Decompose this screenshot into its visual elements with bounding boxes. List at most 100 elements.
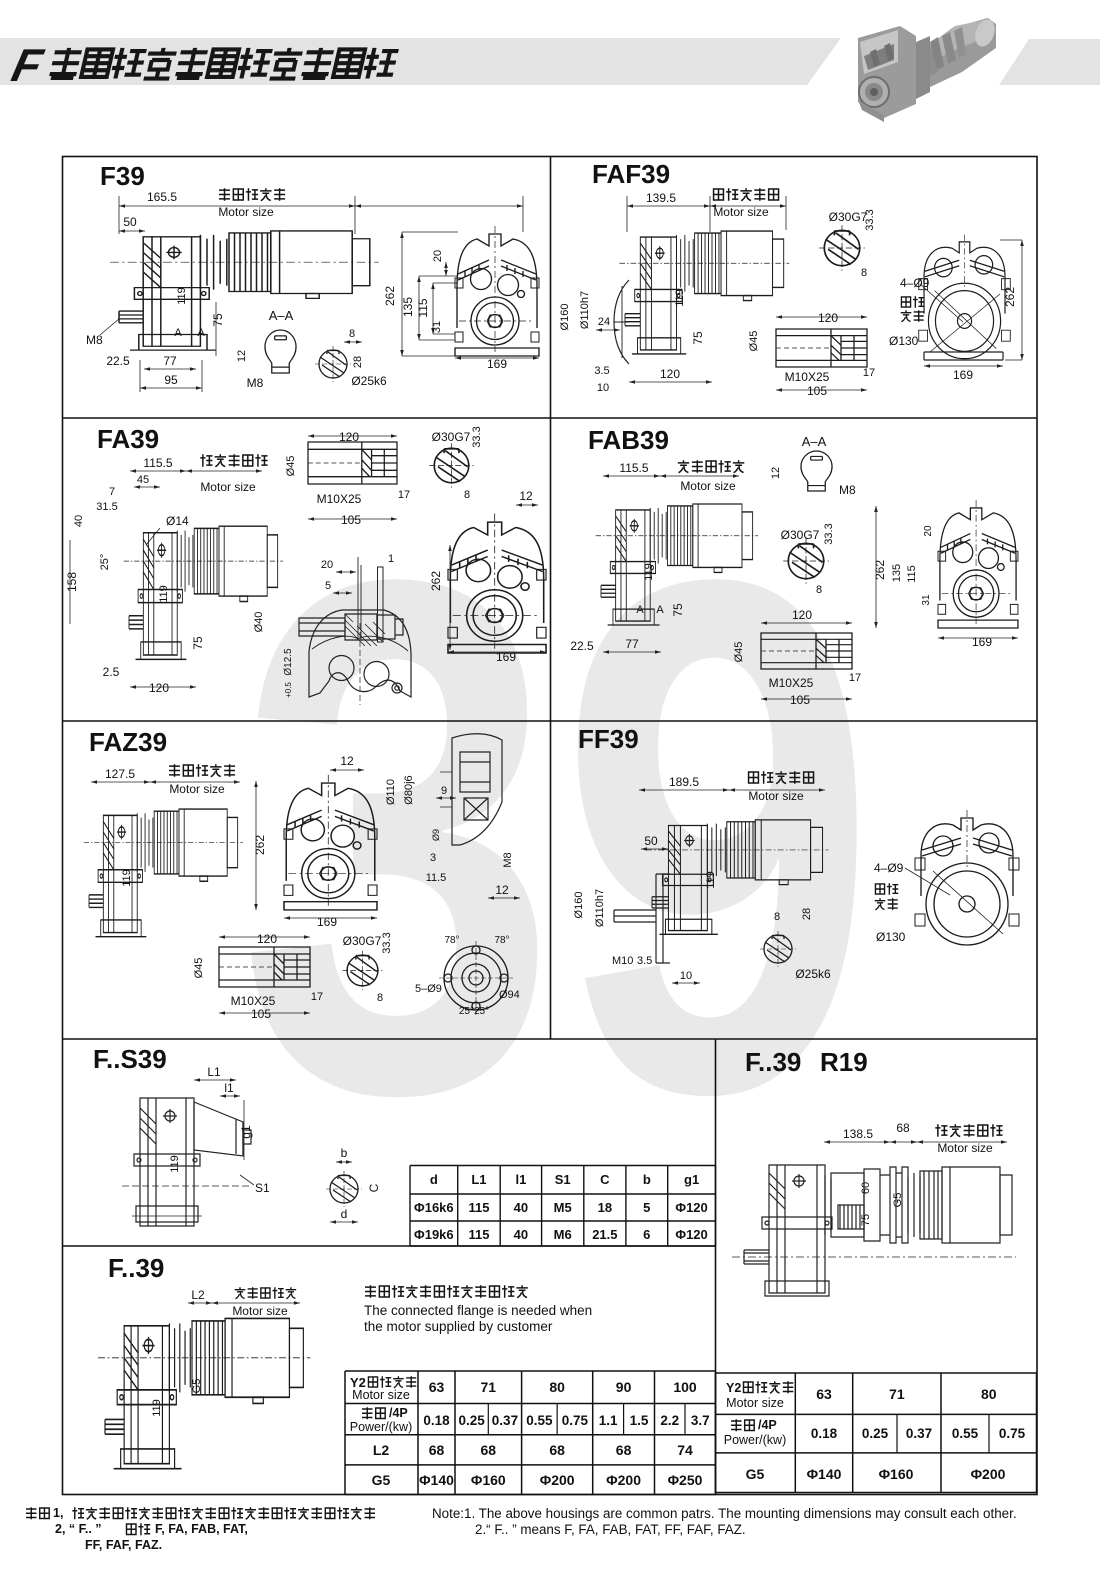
svg-text:Ø30G7: Ø30G7 xyxy=(829,210,868,224)
svg-text:Motor size: Motor size xyxy=(748,789,804,803)
svg-text:Ø160: Ø160 xyxy=(559,304,571,331)
svg-text:21.5: 21.5 xyxy=(592,1227,617,1242)
svg-text:165.5: 165.5 xyxy=(147,190,177,204)
svg-text:5–Ø9: 5–Ø9 xyxy=(415,983,442,995)
svg-text:1.1: 1.1 xyxy=(599,1413,618,1428)
svg-text:+0.5: +0.5 xyxy=(284,682,293,698)
svg-text:5: 5 xyxy=(325,580,331,592)
svg-text:FAF39: FAF39 xyxy=(592,159,670,189)
svg-text:l1: l1 xyxy=(224,1081,234,1095)
svg-text:262: 262 xyxy=(429,571,443,591)
svg-text:Motor size: Motor size xyxy=(200,480,256,494)
svg-text:0.75: 0.75 xyxy=(562,1413,589,1428)
svg-text:Motor size: Motor size xyxy=(169,782,225,796)
svg-text:Ø40: Ø40 xyxy=(253,612,265,633)
svg-text:75: 75 xyxy=(691,331,705,345)
svg-text:3.7: 3.7 xyxy=(691,1413,710,1428)
svg-text:139.5: 139.5 xyxy=(646,191,676,205)
svg-text:68: 68 xyxy=(549,1442,565,1458)
svg-text:115.5: 115.5 xyxy=(619,461,648,475)
svg-text:115: 115 xyxy=(416,298,430,317)
svg-text:d: d xyxy=(341,1207,348,1221)
svg-text:M10X25: M10X25 xyxy=(769,676,814,690)
svg-text:Ø160: Ø160 xyxy=(573,892,585,919)
svg-text:20: 20 xyxy=(923,525,934,537)
svg-text:8: 8 xyxy=(464,489,470,501)
svg-text:A–A: A–A xyxy=(269,308,294,323)
svg-text:22.5: 22.5 xyxy=(570,639,594,653)
svg-text:Ø30G7: Ø30G7 xyxy=(343,934,382,948)
svg-text:18: 18 xyxy=(598,1200,612,1215)
svg-text:Motor size: Motor size xyxy=(937,1141,993,1155)
svg-text:120: 120 xyxy=(660,367,680,381)
svg-text:12: 12 xyxy=(524,500,526,502)
svg-text:C: C xyxy=(600,1172,610,1187)
svg-text:3: 3 xyxy=(430,852,436,864)
svg-text:8: 8 xyxy=(377,992,383,1004)
svg-text:31.5: 31.5 xyxy=(96,501,117,513)
svg-text:68: 68 xyxy=(429,1442,445,1458)
svg-text:M5: M5 xyxy=(554,1200,572,1215)
svg-text:A: A xyxy=(636,604,644,616)
svg-text:119: 119 xyxy=(705,871,717,889)
svg-text:M8: M8 xyxy=(502,852,514,867)
svg-text:L1: L1 xyxy=(207,1065,221,1079)
svg-text:Ø110: Ø110 xyxy=(385,779,397,805)
svg-text:M8: M8 xyxy=(247,376,264,390)
svg-text:169: 169 xyxy=(496,650,516,664)
svg-text:71: 71 xyxy=(481,1379,497,1395)
svg-text:68: 68 xyxy=(896,1121,910,1135)
svg-text:0.37: 0.37 xyxy=(906,1426,932,1441)
svg-text:25°25°: 25°25° xyxy=(459,1006,489,1017)
svg-text:10: 10 xyxy=(597,382,609,394)
svg-text:120: 120 xyxy=(818,311,838,325)
svg-text:F..S39: F..S39 xyxy=(93,1044,167,1074)
svg-text:Φ140: Φ140 xyxy=(419,1472,454,1488)
svg-text:Motor size: Motor size xyxy=(726,1396,784,1410)
svg-text:The connected flange is needed: The connected flange is needed when xyxy=(364,1303,592,1318)
svg-text:20: 20 xyxy=(321,559,333,571)
svg-text:Φ160: Φ160 xyxy=(471,1472,506,1488)
svg-text:Ø80j6: Ø80j6 xyxy=(403,775,415,804)
svg-text:b: b xyxy=(341,1146,348,1160)
svg-text:FF, FAF, FAZ.: FF, FAF, FAZ. xyxy=(85,1538,162,1552)
svg-text:Φ160: Φ160 xyxy=(879,1466,914,1482)
svg-text:FF39: FF39 xyxy=(578,724,639,754)
svg-text:g1: g1 xyxy=(239,1125,253,1139)
svg-text:63: 63 xyxy=(816,1386,832,1402)
svg-text:M10: M10 xyxy=(612,955,633,967)
svg-text:17: 17 xyxy=(311,991,323,1003)
svg-text:120: 120 xyxy=(339,430,359,444)
svg-text:L2: L2 xyxy=(373,1442,390,1458)
svg-text:189.5: 189.5 xyxy=(669,775,699,789)
svg-text:Ø94: Ø94 xyxy=(499,989,520,1001)
svg-text:169: 169 xyxy=(953,368,973,382)
svg-text:75: 75 xyxy=(191,636,205,650)
svg-text:G5: G5 xyxy=(372,1472,391,1488)
svg-text:33.3: 33.3 xyxy=(381,932,393,953)
svg-text:Motor size: Motor size xyxy=(352,1388,410,1402)
svg-text:31: 31 xyxy=(431,321,443,333)
svg-text:12: 12 xyxy=(519,489,533,503)
svg-text:M10X25: M10X25 xyxy=(231,994,276,1008)
svg-text:10: 10 xyxy=(680,970,692,982)
svg-text:L2: L2 xyxy=(191,1288,205,1302)
svg-text:127.5: 127.5 xyxy=(105,767,135,781)
svg-text:Ø14: Ø14 xyxy=(166,514,189,528)
svg-text:F, FA, FAB, FAT,: F, FA, FAB, FAT, xyxy=(155,1522,248,1536)
svg-text:60: 60 xyxy=(860,1182,872,1194)
svg-text:33.3: 33.3 xyxy=(823,523,835,544)
svg-text:l1: l1 xyxy=(515,1172,526,1187)
svg-text:Ø25k6: Ø25k6 xyxy=(351,374,387,388)
svg-text:FAZ39: FAZ39 xyxy=(89,727,167,757)
svg-text:Power/(kw): Power/(kw) xyxy=(724,1433,787,1447)
svg-text:262: 262 xyxy=(383,286,397,306)
svg-text:24: 24 xyxy=(598,316,610,328)
svg-text:Motor size: Motor size xyxy=(218,205,274,219)
svg-text:Φ200: Φ200 xyxy=(606,1472,641,1488)
svg-text:105: 105 xyxy=(807,384,827,398)
svg-text:90: 90 xyxy=(616,1379,632,1395)
svg-text:G5: G5 xyxy=(892,1193,904,1208)
svg-text:105: 105 xyxy=(251,1007,271,1021)
svg-text:77: 77 xyxy=(163,354,177,368)
